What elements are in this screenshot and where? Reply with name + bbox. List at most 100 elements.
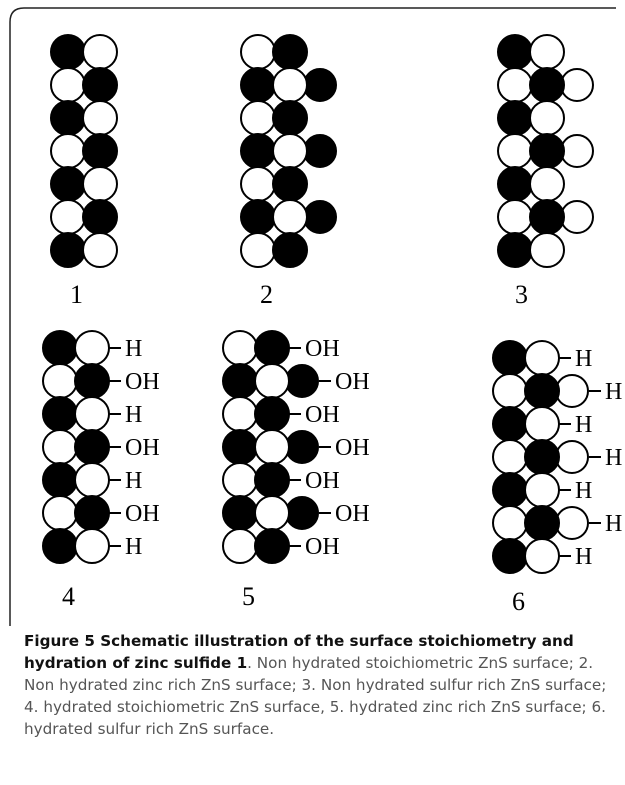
zinc-atom (42, 396, 78, 432)
sulfur-atom (74, 396, 110, 432)
sulfur-atom (74, 462, 110, 498)
zinc-atom (524, 439, 560, 475)
panel-number: 5 (242, 582, 255, 611)
label-oh: OH (305, 336, 340, 362)
zinc-atom (240, 133, 276, 169)
sulfur-atom (254, 363, 290, 399)
extra-atom (285, 364, 319, 398)
label-oh: OH (335, 369, 370, 395)
label-h: H (125, 402, 142, 428)
label-oh: OH (125, 435, 160, 461)
zinc-atom (492, 538, 528, 574)
zinc-atom (254, 330, 290, 366)
sulfur-atom (222, 462, 258, 498)
sulfur-atom (82, 100, 118, 136)
extra-atom (285, 430, 319, 464)
zinc-atom (254, 462, 290, 498)
zinc-atom (82, 133, 118, 169)
sulfur-atom (272, 67, 308, 103)
sulfur-atom (222, 528, 258, 564)
zinc-atom (50, 166, 86, 202)
label-oh: OH (125, 369, 160, 395)
zinc-atom (74, 495, 110, 531)
label-h: H (605, 445, 622, 471)
sulfur-atom (74, 528, 110, 564)
sulfur-atom (42, 495, 78, 531)
panel-number: 1 (70, 280, 83, 309)
zinc-atom (492, 472, 528, 508)
panel-1: 1 (50, 34, 118, 309)
zinc-atom (272, 34, 308, 70)
zinc-atom (497, 232, 533, 268)
frame-border (9, 7, 616, 626)
extra-atom (303, 134, 337, 168)
sulfur-atom (497, 133, 533, 169)
zinc-atom (272, 232, 308, 268)
zinc-atom (497, 34, 533, 70)
extra-atom (303, 200, 337, 234)
label-oh: OH (335, 501, 370, 527)
sulfur-atom (529, 34, 565, 70)
sulfur-atom (82, 34, 118, 70)
panel-3: 3 (497, 34, 594, 309)
sulfur-atom (222, 330, 258, 366)
zinc-atom (492, 406, 528, 442)
label-h: H (575, 478, 592, 504)
sulfur-atom (492, 373, 528, 409)
sulfur-atom (529, 100, 565, 136)
label-h: H (575, 412, 592, 438)
sulfur-atom (50, 199, 86, 235)
label-oh: OH (305, 468, 340, 494)
zinc-atom (50, 100, 86, 136)
sulfur-atom (272, 199, 308, 235)
sulfur-atom (492, 505, 528, 541)
panel-number: 3 (515, 280, 528, 309)
sulfur-atom (50, 67, 86, 103)
panel-number: 2 (260, 280, 273, 309)
caption-body: . Non hydrated stoichiometric ZnS surfac… (24, 654, 607, 738)
sulfur-atom (82, 166, 118, 202)
zinc-atom (240, 199, 276, 235)
label-h: H (125, 534, 142, 560)
zinc-atom (529, 133, 565, 169)
sulfur-atom (524, 538, 560, 574)
zinc-atom (50, 232, 86, 268)
zinc-atom (240, 67, 276, 103)
extra-atom (560, 134, 594, 168)
sulfur-atom (529, 232, 565, 268)
label-oh: OH (125, 501, 160, 527)
extra-atom (560, 200, 594, 234)
figure-caption: Figure 5 Schematic illustration of the s… (24, 630, 614, 740)
zinc-atom (42, 462, 78, 498)
zinc-atom (50, 34, 86, 70)
caption-title: Figure 5 Schematic illustration of the s… (24, 632, 574, 672)
label-h: H (575, 544, 592, 570)
sulfur-atom (222, 396, 258, 432)
sulfur-atom (524, 340, 560, 376)
sulfur-atom (74, 330, 110, 366)
zinc-atom (74, 429, 110, 465)
zinc-atom (497, 100, 533, 136)
zinc-atom (254, 396, 290, 432)
sulfur-atom (82, 232, 118, 268)
zinc-atom (524, 505, 560, 541)
zinc-atom (42, 528, 78, 564)
zinc-atom (529, 199, 565, 235)
sulfur-atom (240, 166, 276, 202)
panel-number: 4 (62, 582, 75, 611)
zinc-atom (222, 429, 258, 465)
label-h: H (605, 379, 622, 405)
sulfur-atom (497, 67, 533, 103)
zinc-atom (42, 330, 78, 366)
sulfur-atom (524, 472, 560, 508)
zinc-atom (529, 67, 565, 103)
sulfur-atom (497, 199, 533, 235)
sulfur-atom (240, 232, 276, 268)
panel-2: 2 (240, 34, 337, 309)
zinc-atom (82, 67, 118, 103)
sulfur-atom (492, 439, 528, 475)
panel-number: 6 (512, 587, 525, 616)
